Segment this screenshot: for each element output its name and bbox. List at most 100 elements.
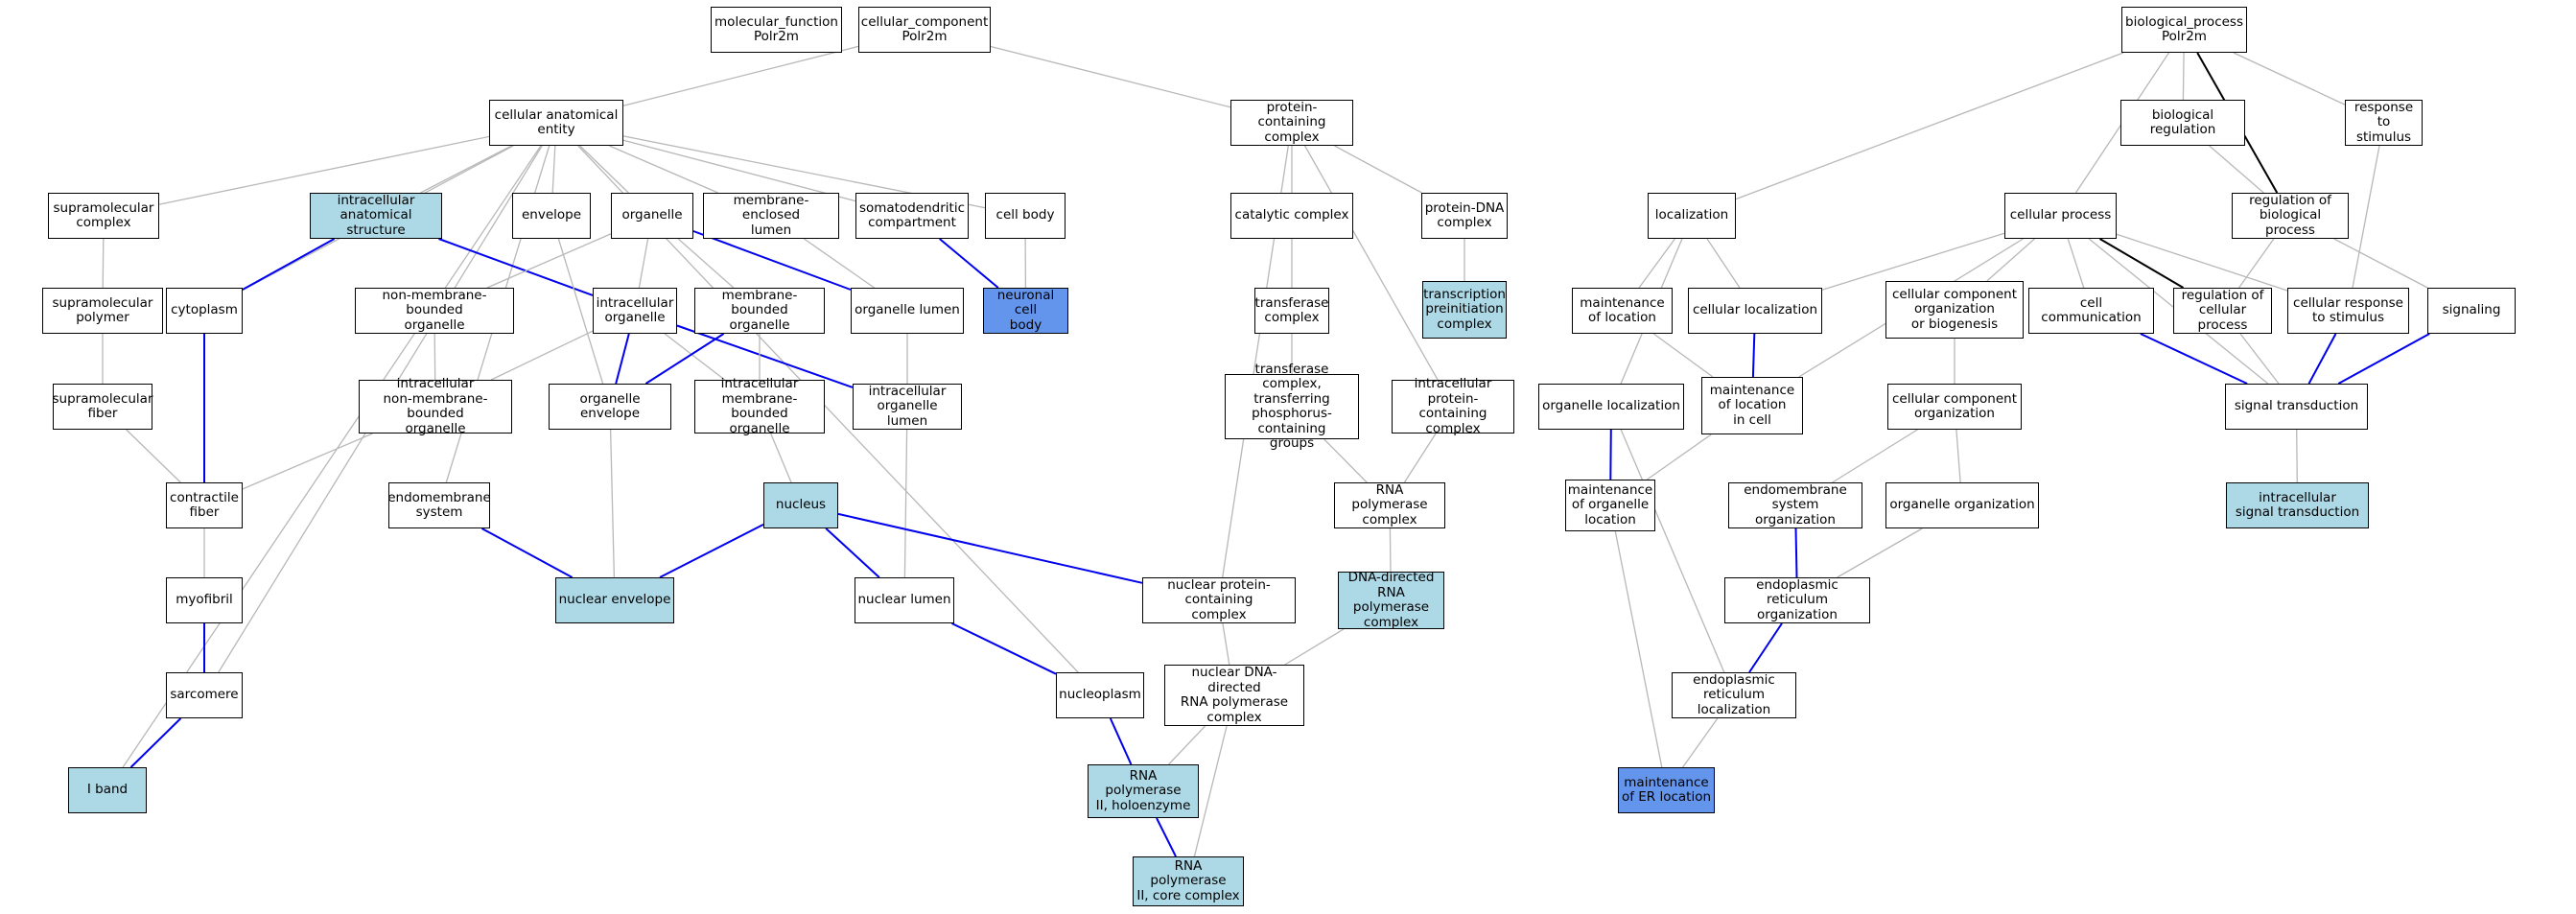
node-signaling[interactable]: signaling [2427,288,2516,334]
node-rna-polymerase-complex[interactable]: RNA polymerase complex [1334,482,1445,528]
edge-breg-to-bp [2183,53,2184,100]
node-cellular-component-organization[interactable]: cellular component organization [1887,384,2022,430]
node-maintenance-of-location-in-cell[interactable]: maintenance of location in cell [1701,377,1803,434]
edge-ol-to-org [693,231,851,290]
node-catalytic-complex[interactable]: catalytic complex [1230,193,1353,239]
edge-ne-to-nuc [660,525,763,577]
edge-rnapholo-to-ndd [1169,726,1206,764]
node-rna-polymerase-ii-holoenzyme[interactable]: RNA polymerase II, holoenzyme [1088,764,1199,818]
node-contractile-fiber[interactable]: contractile fiber [166,482,243,528]
edge-ndd-to-ddrnap [1285,629,1344,665]
node-cellular-anatomical-entity[interactable]: cellular anatomical entity [489,100,623,146]
edge-cf-to-smf [127,430,181,482]
node-rna-polymerase-ii-core-complex[interactable]: RNA polymerase II, core complex [1133,856,1244,906]
node-regulation-of-biological-process[interactable]: regulation of biological process [2232,193,2349,239]
edge-cc2-to-cp [2068,239,2083,288]
node-myofibril[interactable]: myofibril [166,577,243,623]
edge-merl-to-erl [1683,718,1718,767]
node-organelle[interactable]: organelle [611,193,693,239]
node-supramolecular-complex[interactable]: supramolecular complex [48,193,159,239]
node-protein-containing-complex[interactable]: protein-containing complex [1230,100,1353,146]
node-cellular-response-to-stimulus[interactable]: cellular response to stimulus [2287,288,2409,334]
node-nuclear-dna-directed-rna-polymerase-complex[interactable]: nuclear DNA-directed RNA polymerase comp… [1164,665,1304,726]
node-intracellular-organelle[interactable]: intracellular organelle [593,288,677,334]
node-non-membrane-bounded-organelle[interactable]: non-membrane-bounded organelle [355,288,514,334]
edge-ol-to-mel [804,239,874,288]
node-dna-directed-rna-polymerase-complex[interactable]: DNA-directed RNA polymerase complex [1338,572,1444,629]
node-intracellular-protein-containing-complex[interactable]: intracellular protein-containing complex [1392,380,1514,434]
edge-ero-to-eso [1796,528,1797,577]
node-cell-body[interactable]: cell body [985,193,1066,239]
edge-ist-to-st [2297,430,2298,482]
node-transferase-complex[interactable]: transferase complex [1254,288,1329,334]
node-transcription-preinitiation-complex[interactable]: transcription preinitiation complex [1422,281,1507,339]
node-maintenance-of-er-location[interactable]: maintenance of ER location [1618,767,1715,813]
node-endomembrane-system-organization[interactable]: endomembrane system organization [1728,482,1862,528]
node-protein-dna-complex[interactable]: protein-DNA complex [1421,193,1508,239]
node-endoplasmic-reticulum-localization[interactable]: endoplasmic reticulum localization [1672,672,1796,718]
node-intracellular-anatomical-structure[interactable]: intracellular anatomical structure [310,193,442,239]
node-endomembrane-system[interactable]: endomembrane system [388,482,490,528]
edge-rnapcore-to-rnapholo [1157,818,1176,856]
node-biological-regulation[interactable]: biological regulation [2120,100,2245,146]
node-molecular-function[interactable]: molecular_function Polr2m [711,7,842,53]
node-cellular-component[interactable]: cellular_component Polr2m [858,7,991,53]
node-localization[interactable]: localization [1648,193,1736,239]
edge-pcc-to-cc [991,47,1230,107]
node-organelle-envelope[interactable]: organelle envelope [549,384,671,430]
node-signal-transduction[interactable]: signal transduction [2225,384,2368,430]
edge-pdna-to-pcc [1335,146,1422,193]
edge-rts-to-bp [2234,53,2345,105]
node-membrane-bounded-organelle[interactable]: membrane-bounded organelle [694,288,825,334]
node-neuronal-cell-body[interactable]: neuronal cell body [983,288,1068,334]
node-cellular-localization[interactable]: cellular localization [1688,288,1822,334]
node-i-band[interactable]: I band [68,767,147,813]
edge-rbp-to-breg [2210,146,2264,193]
node-supramolecular-polymer[interactable]: supramolecular polymer [42,288,163,334]
edge-cae-to-cc [623,46,858,105]
edge-ncb-to-sdc [940,239,998,288]
node-cellular-component-organization-or-biogenesis[interactable]: cellular component organization or bioge… [1885,281,2024,339]
edge-ndd-to-npcc [1223,623,1229,665]
node-intracellular-non-membrane-bounded-organelle[interactable]: intracellular non-membrane-bounded organ… [359,380,512,434]
node-response-to-stimulus[interactable]: response to stimulus [2345,100,2423,146]
node-nucleus[interactable]: nucleus [763,482,838,528]
node-nuclear-protein-containing-complex[interactable]: nuclear protein-containing complex [1142,577,1296,623]
node-nuclear-envelope[interactable]: nuclear envelope [555,577,674,623]
node-biological-process[interactable]: biological_process Polr2m [2121,7,2247,53]
node-cytoplasm[interactable]: cytoplasm [166,288,243,334]
edge-ero-to-oorg [1838,528,1923,577]
node-organelle-localization[interactable]: organelle localization [1538,384,1684,430]
node-nucleoplasm[interactable]: nucleoplasm [1056,672,1144,718]
node-intracellular-signal-transduction[interactable]: intracellular signal transduction [2226,482,2369,528]
edge-ddrnap-to-rnap [1390,528,1391,572]
edge-merl-to-molo [1615,531,1662,767]
node-regulation-of-cellular-process[interactable]: regulation of cellular process [2173,288,2272,334]
edge-inmbo-to-nmbo [434,334,435,380]
node-transferase-complex-phosphorus[interactable]: transferase complex, transferring phosph… [1225,374,1359,439]
node-sarcomere[interactable]: sarcomere [166,672,243,718]
node-cellular-process[interactable]: cellular process [2004,193,2117,239]
node-maintenance-of-organelle-location[interactable]: maintenance of organelle location [1565,480,1655,531]
edge-rcp-to-cp [2100,239,2184,288]
node-envelope[interactable]: envelope [512,193,591,239]
node-membrane-enclosed-lumen[interactable]: membrane-enclosed lumen [703,193,839,239]
edge-ne-to-es [481,528,572,577]
node-intracellular-membrane-bounded-organelle[interactable]: intracellular membrane-bounded organelle [694,380,825,434]
node-organelle-organization[interactable]: organelle organization [1885,482,2039,528]
node-intracellular-organelle-lumen[interactable]: intracellular organelle lumen [853,384,962,430]
edge-loc-to-bp [1736,53,2123,199]
edge-iband-to-sarc [131,718,181,767]
node-somatodendritic-compartment[interactable]: somatodendritic compartment [855,193,969,239]
node-maintenance-of-location[interactable]: maintenance of location [1572,288,1673,334]
edge-rnapholo-to-nucp [1111,718,1132,764]
edge-oorg-to-cco [1956,430,1960,482]
node-cell-communication[interactable]: cell communication [2028,288,2154,334]
node-organelle-lumen[interactable]: organelle lumen [851,288,964,334]
node-endoplasmic-reticulum-organization[interactable]: endoplasmic reticulum organization [1724,577,1870,623]
node-supramolecular-fiber[interactable]: supramolecular fiber [53,384,152,430]
edge-st-to-sig [2338,334,2429,384]
edge-st-to-crs [2309,334,2336,384]
node-nuclear-lumen[interactable]: nuclear lumen [855,577,954,623]
